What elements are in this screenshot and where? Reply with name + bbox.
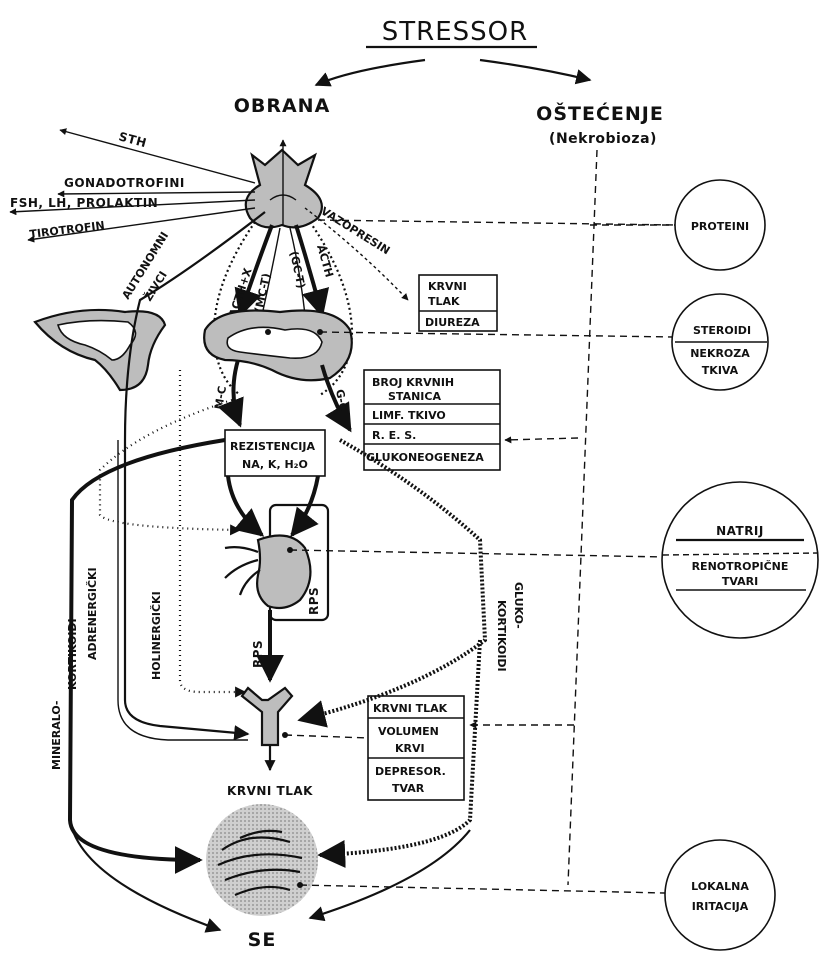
dash-to-gc-box xyxy=(505,438,578,440)
nekrobioza-label: (Nekrobioza) xyxy=(549,131,657,147)
krvni-tlak-factors-box: KRVNI TLAK VOLUMEN KRVI DEPRESOR. TVAR xyxy=(368,696,464,800)
arrow-mc-to-kidney xyxy=(228,476,262,535)
rps-vertical-label: RPS xyxy=(251,640,265,668)
connective-tissue xyxy=(206,804,318,916)
depresor-label: DEPRESOR. xyxy=(375,765,446,778)
res-label: R. E. S. xyxy=(372,429,416,442)
steroidi-label: STEROIDI xyxy=(693,324,751,337)
path-gluko-to-se-2 xyxy=(310,830,470,918)
dash-kidney-natrij xyxy=(290,550,665,557)
renotropicne-label: RENOTROPIČNE xyxy=(692,560,789,573)
rezistencija-label: REZISTENCIJA xyxy=(230,440,315,453)
circle-steroidi: STEROIDI NEKROZA TKIVA xyxy=(672,294,768,390)
gc-effects-box: BROJ KRVNIH STANICA LIMF. TKIVO R. E. S.… xyxy=(364,370,500,470)
iritacija-label: IRITACIJA xyxy=(692,900,749,913)
adrenergicki-label: ADRENERGIČKI xyxy=(86,567,99,660)
obrana-label: OBRANA xyxy=(234,95,331,117)
box-diureza-label: DIUREZA xyxy=(425,316,480,329)
nekroza-label: NEKROZA xyxy=(690,347,750,360)
mineralo-label: MINERALO- xyxy=(50,701,63,770)
stanica-label: STANICA xyxy=(388,390,441,403)
ostecenje-label: OŠTEĆENJE xyxy=(536,101,664,125)
path-mineralo-to-se xyxy=(70,820,220,930)
rps-box-label: RPS xyxy=(307,587,321,615)
box-tlak-label: TLAK xyxy=(428,295,460,308)
na-k-h2o-label: NA, K, H₂O xyxy=(242,458,308,471)
circle-lokalna-iritacija: LOKALNA IRITACIJA xyxy=(665,840,775,950)
dash-vessel-box xyxy=(285,735,368,738)
proteini-label: PROTEINI xyxy=(691,220,749,233)
krvi-label: KRVI xyxy=(395,742,425,755)
hypophysis xyxy=(246,150,322,227)
adrenal-dot-left xyxy=(265,329,271,335)
kidney-vessels xyxy=(225,547,260,595)
circle-proteini: PROTEINI xyxy=(675,180,765,270)
tvar-label: TVAR xyxy=(392,782,425,795)
lokalna-label: LOKALNA xyxy=(691,880,749,893)
circle-natrij: NATRIJ RENOTROPIČNE TVARI xyxy=(662,482,818,638)
krvni-tlak-label: KRVNI TLAK xyxy=(227,784,313,798)
mc-t-label: (MC-T) xyxy=(252,272,273,314)
kidney xyxy=(257,536,310,609)
holinergicki-label: HOLINERGIČKI xyxy=(150,591,163,680)
vazopresin-label: VAZOPRESIN xyxy=(318,205,392,258)
gonadotrofini-label: GONADOTROFINI xyxy=(64,176,185,190)
krvni-tlak-diureza-box: KRVNI TLAK DIUREZA xyxy=(419,275,497,331)
m-c-label: M-C xyxy=(212,385,229,410)
se-label: SE xyxy=(248,929,277,951)
rezistencija-box: REZISTENCIJA NA, K, H₂O xyxy=(225,430,325,476)
arrow-to-ostecenje xyxy=(480,60,590,80)
volumen-label: VOLUMEN xyxy=(378,725,439,738)
limf-tkivo-label: LIMF. TKIVO xyxy=(372,409,446,422)
dash-hypophysis-proteini xyxy=(318,220,675,225)
dash-tissue-lokalna xyxy=(300,885,665,893)
glukoneogeneza-label: GLUKONEOGENEZA xyxy=(366,451,484,464)
path-holinergicki xyxy=(180,370,245,692)
tkiva-label: TKIVA xyxy=(702,364,739,377)
arrow-gonadotrofini xyxy=(58,192,255,194)
gluko-kortikoidi-label: KORTIKOIDI xyxy=(495,600,508,672)
fsh-lh-label: FSH, LH, PROLAKTIN xyxy=(10,196,158,210)
gluko-label: GLUKO- xyxy=(512,582,525,629)
tirotrofin-label: TIROTROFIN xyxy=(29,219,106,241)
dash-adrenal-steroidi xyxy=(320,332,675,337)
natrij-label: NATRIJ xyxy=(716,524,764,538)
broj-krvnih-label: BROJ KRVNIH xyxy=(372,376,454,389)
kortikoidi-label: KORTIKOIDI xyxy=(66,618,79,690)
damage-trunk-line xyxy=(568,150,597,885)
box-krvni-label: KRVNI xyxy=(428,280,467,293)
tvari-label: TVARI xyxy=(722,575,758,588)
g-c-label: G-C xyxy=(333,388,350,412)
arrow-to-obrana xyxy=(316,60,425,85)
krvnitlak-box-label: KRVNI TLAK xyxy=(373,702,448,715)
stressor-label: STRESSOR xyxy=(382,17,528,47)
